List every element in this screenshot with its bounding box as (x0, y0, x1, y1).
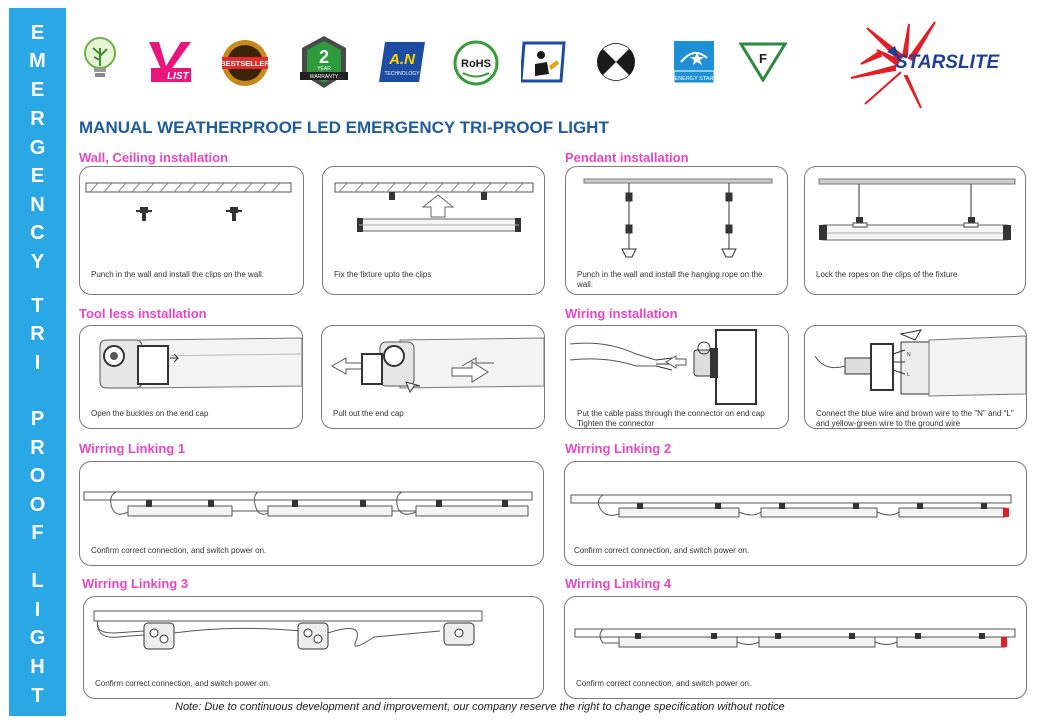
vlist-text: LIST (167, 71, 190, 82)
sidebar-letter: R (30, 437, 45, 459)
f-mark-text: F (759, 51, 767, 66)
section-title-toolless: Tool less installation (79, 306, 207, 321)
linking2-caption: Confirm correct connection, and switch p… (574, 546, 750, 555)
pendant-install-step2-panel: Lock the ropes on the clips of the fixtu… (804, 166, 1026, 295)
wall-step2-caption: Fix the fixture upto the clips (334, 270, 432, 279)
terminal-l-label: L (907, 372, 910, 378)
toolless-step2-caption: Pull out the end cap (333, 409, 404, 418)
sidebar-letter: Y (30, 251, 45, 273)
pendant-step1-illustration (583, 178, 773, 258)
eco-bulb-logo (83, 36, 117, 89)
pendant-step1-caption: Punch in the wall and install the hangin… (577, 270, 763, 289)
sidebar-letter: R (30, 108, 45, 130)
warranty-number: 2 (319, 47, 329, 67)
pendant-step2-illustration (818, 178, 1016, 241)
toolless-step1-illustration (99, 337, 302, 389)
warranty-band: WARRANTY (310, 74, 339, 80)
rohs-logo: RoHS (453, 40, 499, 91)
sidebar-letter: P (30, 408, 45, 430)
brand-name: STARSLITE (895, 52, 1000, 73)
energy-star-text: ENERGY STAR (675, 76, 714, 82)
section-title-pendant: Pendant installation (565, 150, 689, 165)
installer-sign-icon (519, 40, 567, 89)
linking4-illustration (574, 628, 1016, 648)
vlist-logo: LIST (145, 38, 195, 89)
round-marker-icon (595, 41, 637, 88)
toolless-step2-illustration (330, 337, 544, 394)
wall-step1-illustration (85, 182, 292, 221)
starslite-brand-logo: STARSLITE (837, 20, 1027, 115)
sidebar-letter: O (29, 494, 46, 516)
linking1-illustration (83, 491, 533, 517)
section-title-wall-ceiling: Wall, Ceiling installation (79, 150, 229, 165)
bestseller-text: BESTSELLER (220, 59, 270, 68)
linking3-panel: Confirm correct connection, and switch p… (83, 596, 544, 699)
wiring-step1-caption: Put the cable pass through the connector… (577, 409, 765, 428)
an-sub-text: TECHNOLOGY (384, 71, 420, 77)
linking1-caption: Confirm correct connection, and switch p… (91, 546, 267, 555)
wiring-step2-illustration: N L (814, 329, 1026, 397)
sidebar-letter: R (30, 323, 45, 345)
wiring-step1-illustration (569, 329, 757, 405)
sidebar-letter: G (29, 627, 46, 649)
warranty-year: YEAR (317, 66, 331, 72)
sidebar-letter: T (31, 295, 44, 317)
wall-install-step2-panel: Fix the fixture upto the clips (322, 166, 545, 295)
footer-note: Note: Due to continuous development and … (175, 701, 785, 713)
sidebar-letter: I (34, 352, 41, 374)
sidebar-letter: E (30, 22, 45, 44)
toolless-step1-caption: Open the buckles on the end cap (91, 409, 209, 418)
section-title-link4: Wirring Linking 4 (565, 576, 672, 591)
an-technology-logo: A.N TECHNOLOGY (377, 40, 427, 89)
wiring-step2-panel: N L Connect the blue wire and brown wire… (804, 325, 1027, 429)
bestseller-badge: BESTSELLER (220, 38, 270, 93)
sidebar-letter: L (31, 570, 44, 592)
toolless-step2-panel: Pull out the end cap (321, 325, 545, 429)
sidebar-letter: E (30, 165, 45, 187)
energy-star-logo: ENERGY STAR (673, 40, 715, 89)
section-title-link3: Wirring Linking 3 (82, 576, 189, 591)
pendant-install-step1-panel: Punch in the wall and install the hangin… (565, 166, 788, 295)
terminal-n-label: N (907, 352, 911, 358)
page-title: MANUAL WEATHERPROOF LED EMERGENCY TRI-PR… (79, 118, 609, 137)
wiring-step2-caption: Connect the blue wire and brown wire to … (816, 409, 1014, 428)
sidebar-letter: O (29, 465, 46, 487)
sidebar-letter: C (30, 222, 45, 244)
certification-logos-bar: LIST BESTSELLER 2 YEAR WARRANTY A.N TECH… (75, 21, 1030, 109)
linking4-panel: Confirm correct connection, and switch p… (564, 596, 1027, 699)
wiring-step1-panel: Put the cable pass through the connector… (565, 325, 789, 429)
warranty-badge: 2 YEAR WARRANTY (298, 34, 350, 95)
section-title-link1: Wirring Linking 1 (79, 441, 186, 456)
wall-install-step1-panel: Punch in the wall and install the clips … (79, 166, 304, 295)
sidebar-letter: G (29, 137, 46, 159)
linking3-caption: Confirm correct connection, and switch p… (95, 679, 271, 688)
wall-step1-caption: Punch in the wall and install the clips … (91, 270, 264, 279)
sidebar-letter: M (29, 50, 46, 72)
f-mark-logo: F (738, 42, 788, 87)
toolless-step1-panel: Open the buckles on the end cap (79, 325, 303, 429)
sidebar-letter: I (34, 599, 41, 621)
rohs-text: RoHS (461, 58, 491, 70)
sidebar-letter: T (31, 685, 44, 707)
linking1-panel: Confirm correct connection, and switch p… (79, 461, 544, 566)
linking2-panel: Confirm correct connection, and switch p… (564, 461, 1027, 566)
pendant-step2-caption: Lock the ropes on the clips of the fixtu… (816, 270, 958, 279)
linking4-caption: Confirm correct connection, and switch p… (576, 679, 752, 688)
sidebar-letter: E (30, 79, 45, 101)
wall-step2-illustration (334, 182, 534, 232)
linking3-illustration (93, 610, 483, 650)
sidebar-letter: F (31, 522, 44, 544)
section-title-wiring: Wiring installation (565, 306, 678, 321)
linking2-illustration (570, 494, 1012, 518)
section-title-link2: Wirring Linking 2 (565, 441, 672, 456)
sidebar-letter: N (30, 194, 45, 216)
an-text: A.N (388, 51, 416, 68)
sidebar-letter: H (30, 656, 45, 678)
